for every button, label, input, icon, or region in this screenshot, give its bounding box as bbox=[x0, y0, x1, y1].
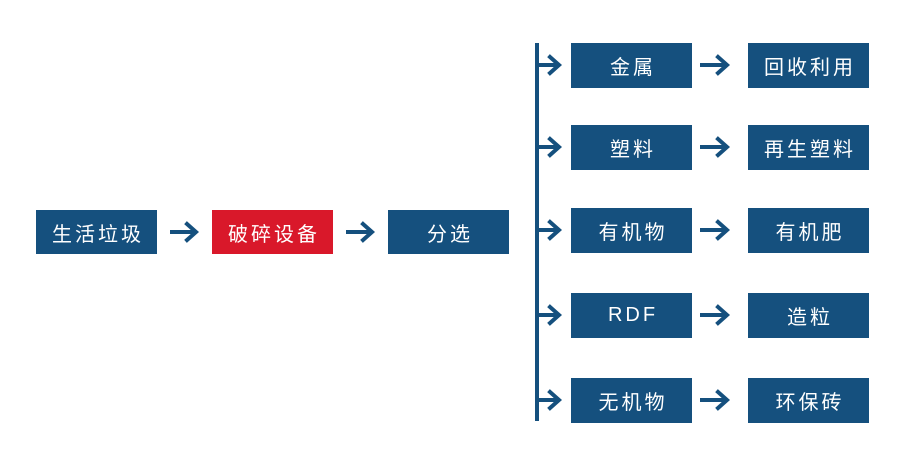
node-material-3[interactable]: 有机物 bbox=[571, 208, 692, 253]
branch-arrow-icon-3 bbox=[537, 218, 567, 242]
arrow-right-icon-main-1 bbox=[170, 219, 204, 245]
node-material-2[interactable]: 塑料 bbox=[571, 125, 692, 170]
node-product-1[interactable]: 回收利用 bbox=[748, 43, 869, 88]
branch-arrow-icon-4 bbox=[537, 303, 567, 327]
arrow-right-icon-main-2 bbox=[346, 219, 380, 245]
arrow-right-icon-branch-3 bbox=[700, 217, 736, 243]
node-sorting[interactable]: 分选 bbox=[388, 210, 509, 254]
branch-arrow-icon-5 bbox=[537, 388, 567, 412]
arrow-right-icon-branch-4 bbox=[700, 302, 736, 328]
branch-arrow-icon-2 bbox=[537, 135, 567, 159]
arrow-right-icon-branch-1 bbox=[700, 52, 736, 78]
node-product-4[interactable]: 造粒 bbox=[748, 293, 869, 338]
node-product-3[interactable]: 有机肥 bbox=[748, 208, 869, 253]
branch-arrow-icon-1 bbox=[537, 53, 567, 77]
node-waste[interactable]: 生活垃圾 bbox=[36, 210, 157, 254]
node-material-5[interactable]: 无机物 bbox=[571, 378, 692, 423]
node-material-4[interactable]: RDF bbox=[571, 293, 692, 338]
node-product-2[interactable]: 再生塑料 bbox=[748, 125, 869, 170]
arrow-right-icon-branch-5 bbox=[700, 387, 736, 413]
node-material-1[interactable]: 金属 bbox=[571, 43, 692, 88]
arrow-right-icon-branch-2 bbox=[700, 134, 736, 160]
node-product-5[interactable]: 环保砖 bbox=[748, 378, 869, 423]
node-crusher[interactable]: 破碎设备 bbox=[212, 210, 333, 254]
